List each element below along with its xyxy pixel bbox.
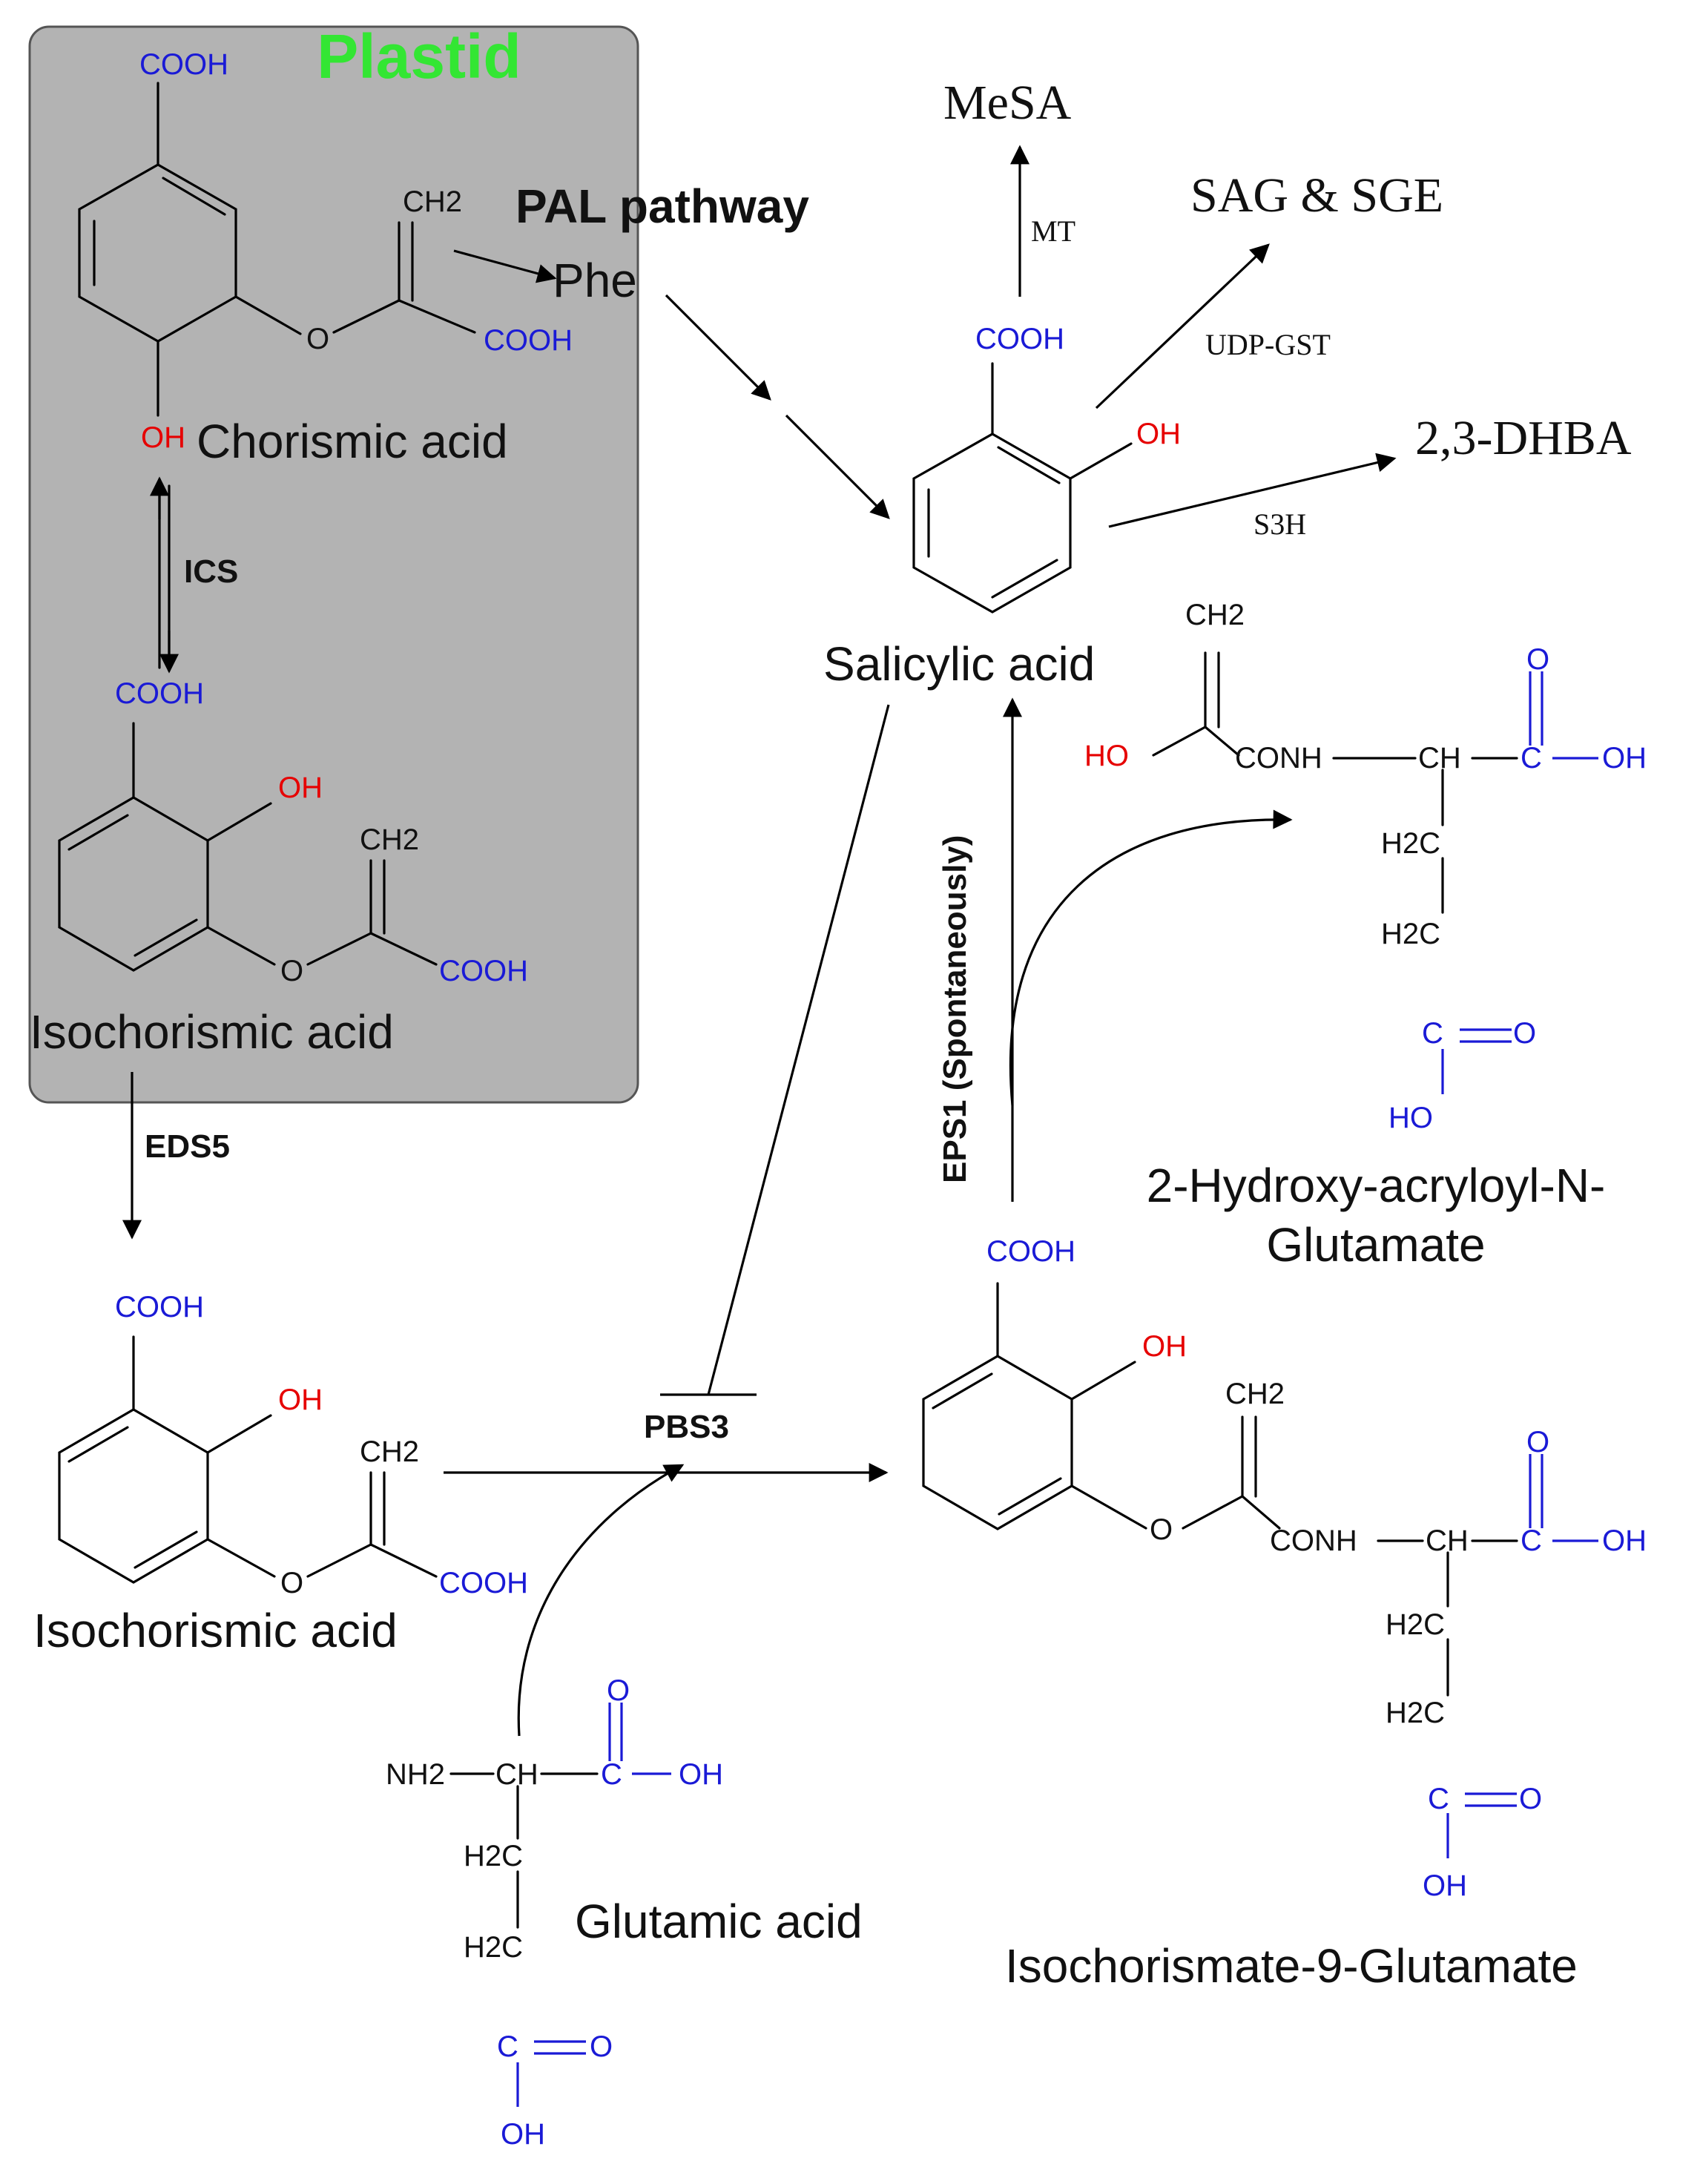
plastid-label: Plastid (317, 22, 521, 91)
chorismic-ch2: CH2 (403, 185, 462, 218)
ig-c: C (1521, 1524, 1542, 1557)
enzyme-pal-pathway: PAL pathway (515, 180, 809, 233)
enzyme-s3h: S3H (1253, 507, 1306, 541)
enzyme-udp-gst: UDP-GST (1205, 328, 1331, 361)
sa-to-dhba-arrow (1108, 453, 1397, 528)
isochorismic-groups: COOH OH CH2 O COOH (115, 1291, 528, 1599)
ig-o-top: O (1526, 1426, 1549, 1458)
salicylic-groups: COOH OH (975, 323, 1181, 450)
compound-isochorismic-acid: Isochorismic acid (33, 1604, 398, 1657)
phe-to-sa-arrow-2 (785, 414, 890, 519)
compound-hydroxy-acryloyl-line1: 2-Hydroxy-acryloyl-N- (1147, 1159, 1606, 1212)
reaction-arrows (122, 145, 1397, 1737)
chorismic-cooh-side: COOH (484, 324, 573, 357)
hag-ho-bottom: HO (1388, 1102, 1433, 1134)
iso-plastid-ch2: CH2 (360, 823, 419, 856)
hag-h2c-1: H2C (1381, 827, 1440, 860)
sa-inhibition-line (707, 704, 890, 1395)
glu-o-bottom: O (590, 2030, 613, 2063)
glu-o-top: O (607, 1674, 630, 1707)
iso-plastid-cooh-top: COOH (115, 677, 204, 710)
hag-c: C (1521, 742, 1542, 774)
chemical-bonds (58, 82, 1518, 1929)
chorismic-oh: OH (141, 421, 185, 454)
ig-cooh-top: COOH (986, 1235, 1075, 1268)
glu-oh: OH (679, 1758, 723, 1791)
hag-o-top: O (1526, 643, 1549, 676)
compound-phe: Phe (553, 254, 637, 307)
hag-ch2: CH2 (1185, 599, 1245, 631)
isochorismate-glutamate-groups: COOH OH CH2 O CONH CH C O OH H2C H2C C O… (986, 1235, 1647, 1902)
hag-ho: HO (1084, 740, 1129, 772)
ig-o: O (1150, 1513, 1173, 1546)
hag-h2c-2: H2C (1381, 918, 1440, 950)
glu-c-bottom: C (497, 2030, 518, 2063)
glutamate-join-arrow (517, 1464, 685, 1737)
sa-oh: OH (1136, 418, 1181, 450)
hag-ch: CH (1418, 742, 1461, 774)
iso-ch2: CH2 (360, 1435, 419, 1468)
glu-h2c-2: H2C (464, 1931, 523, 1964)
chorismic-cooh-top: COOH (139, 48, 228, 81)
chorismic-groups: COOH COOH O OH CH2 (139, 48, 573, 454)
enzyme-eps1: EPS1 (Spontaneously) (937, 835, 973, 1183)
ig-ch: CH (1426, 1524, 1469, 1557)
enzyme-pbs3: PBS3 (644, 1409, 729, 1445)
ig-h2c-1: H2C (1386, 1608, 1445, 1641)
hag-o-bottom: O (1513, 1017, 1536, 1050)
chorismate-to-phe-arrow (453, 249, 557, 283)
iso-plastid-o: O (280, 955, 303, 987)
iso-o: O (280, 1567, 303, 1599)
isochorismic-plastid-groups: COOH OH CH2 O COOH (115, 677, 528, 987)
compound-isochorismate-9-glutamate: Isochorismate-9-Glutamate (1005, 1939, 1578, 1993)
hag-conh: CONH (1235, 742, 1322, 774)
byproduct-arrow (1009, 809, 1293, 1106)
enzyme-mt: MT (1031, 214, 1075, 248)
iso-plastid-cooh-side: COOH (439, 955, 528, 987)
iso-oh: OH (278, 1384, 323, 1416)
compound-isochorismic-acid-plastid: Isochorismic acid (30, 1005, 394, 1059)
ig-conh: CONH (1270, 1524, 1357, 1557)
iso-cooh-top: COOH (115, 1291, 204, 1323)
ig-oh: OH (1142, 1330, 1187, 1363)
carboxyl-bonds (516, 671, 1598, 2107)
ig-h2c-2: H2C (1386, 1697, 1445, 1729)
compound-glutamic-acid: Glutamic acid (575, 1895, 863, 1948)
hag-c-bottom: C (1422, 1017, 1443, 1050)
sa-to-sag-arrow (1095, 243, 1270, 410)
compound-chorismic-acid: Chorismic acid (197, 415, 508, 468)
ig-c-bottom: C (1428, 1783, 1449, 1815)
ig-ch2: CH2 (1225, 1378, 1285, 1410)
compound-salicylic-acid: Salicylic acid (823, 637, 1095, 691)
compound-mesa: MeSA (943, 76, 1072, 130)
enzyme-eds5: EDS5 (145, 1128, 230, 1165)
hag-oh: OH (1602, 742, 1647, 774)
plastid-compartment (28, 25, 639, 1104)
enzyme-ics: ICS (184, 553, 238, 590)
glu-nh2: NH2 (386, 1758, 445, 1791)
iso-cooh-side: COOH (439, 1567, 528, 1599)
glu-oh-bottom: OH (501, 2118, 545, 2151)
compound-sag-sge: SAG & SGE (1190, 168, 1443, 223)
glu-ch: CH (495, 1758, 538, 1791)
compound-hydroxy-acryloyl-line2: Glutamate (1266, 1218, 1485, 1272)
sa-cooh: COOH (975, 323, 1064, 355)
chorismic-o: O (306, 323, 329, 355)
hydroxy-acryloyl-groups: CH2 HO CONH CH C O OH H2C H2C C O HO (1084, 599, 1647, 1134)
glu-h2c-1: H2C (464, 1840, 523, 1872)
phe-to-sa-arrow-1 (665, 294, 771, 401)
ig-oh-side: OH (1602, 1524, 1647, 1557)
compound-dhba: 2,3-DHBA (1415, 411, 1632, 465)
ig-oh-bottom: OH (1423, 1869, 1467, 1902)
ig-o-bottom: O (1519, 1783, 1542, 1815)
iso-plastid-oh: OH (278, 772, 323, 804)
glutamic-groups: NH2 CH C O OH H2C H2C C O OH (386, 1674, 723, 2151)
glu-c: C (601, 1758, 622, 1791)
